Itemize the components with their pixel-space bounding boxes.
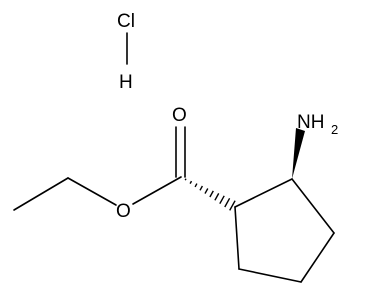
hash-line (224, 197, 231, 208)
carbonyl-oxygen-label: O (172, 105, 187, 126)
ring-bond-c2-c3 (291, 178, 335, 234)
amino-group: NH 2 (297, 112, 338, 137)
chlorine-atom-label: Cl (117, 11, 135, 32)
hash-line (199, 185, 204, 191)
hashed-wedge-bond-ester (184, 178, 236, 211)
ester-oxygen-label: O (116, 201, 131, 222)
nitrogen-h2-subscript: 2 (331, 122, 338, 137)
cyclopentane-ring (234, 178, 335, 283)
hash-line (189, 180, 193, 184)
hash-line (194, 183, 198, 188)
ring-bond-c4-c5 (238, 268, 302, 283)
nitrogen-atom-label: NH (297, 112, 324, 133)
hydrogen-chloride: Cl H (117, 11, 135, 93)
methyl-methylene-bond (13, 177, 69, 211)
hash-line (229, 200, 236, 211)
methylene-oxygen-bond (67, 177, 117, 206)
ring-bond-c1-c2 (234, 178, 293, 208)
hash-line (204, 188, 209, 194)
hash-line (184, 178, 187, 181)
oxygen-carbonyl-carbon-bond (132, 176, 182, 205)
ring-bond-c5-c1 (234, 206, 240, 270)
hydrogen-atom-label: H (119, 72, 133, 93)
solid-wedge-bond-amine (292, 128, 305, 179)
ring-bond-c3-c4 (300, 232, 335, 283)
ester-group: O O (116, 105, 187, 222)
hash-line (214, 193, 220, 201)
ethyl-group (13, 177, 117, 211)
hash-line (219, 195, 225, 205)
hash-line (209, 190, 214, 198)
